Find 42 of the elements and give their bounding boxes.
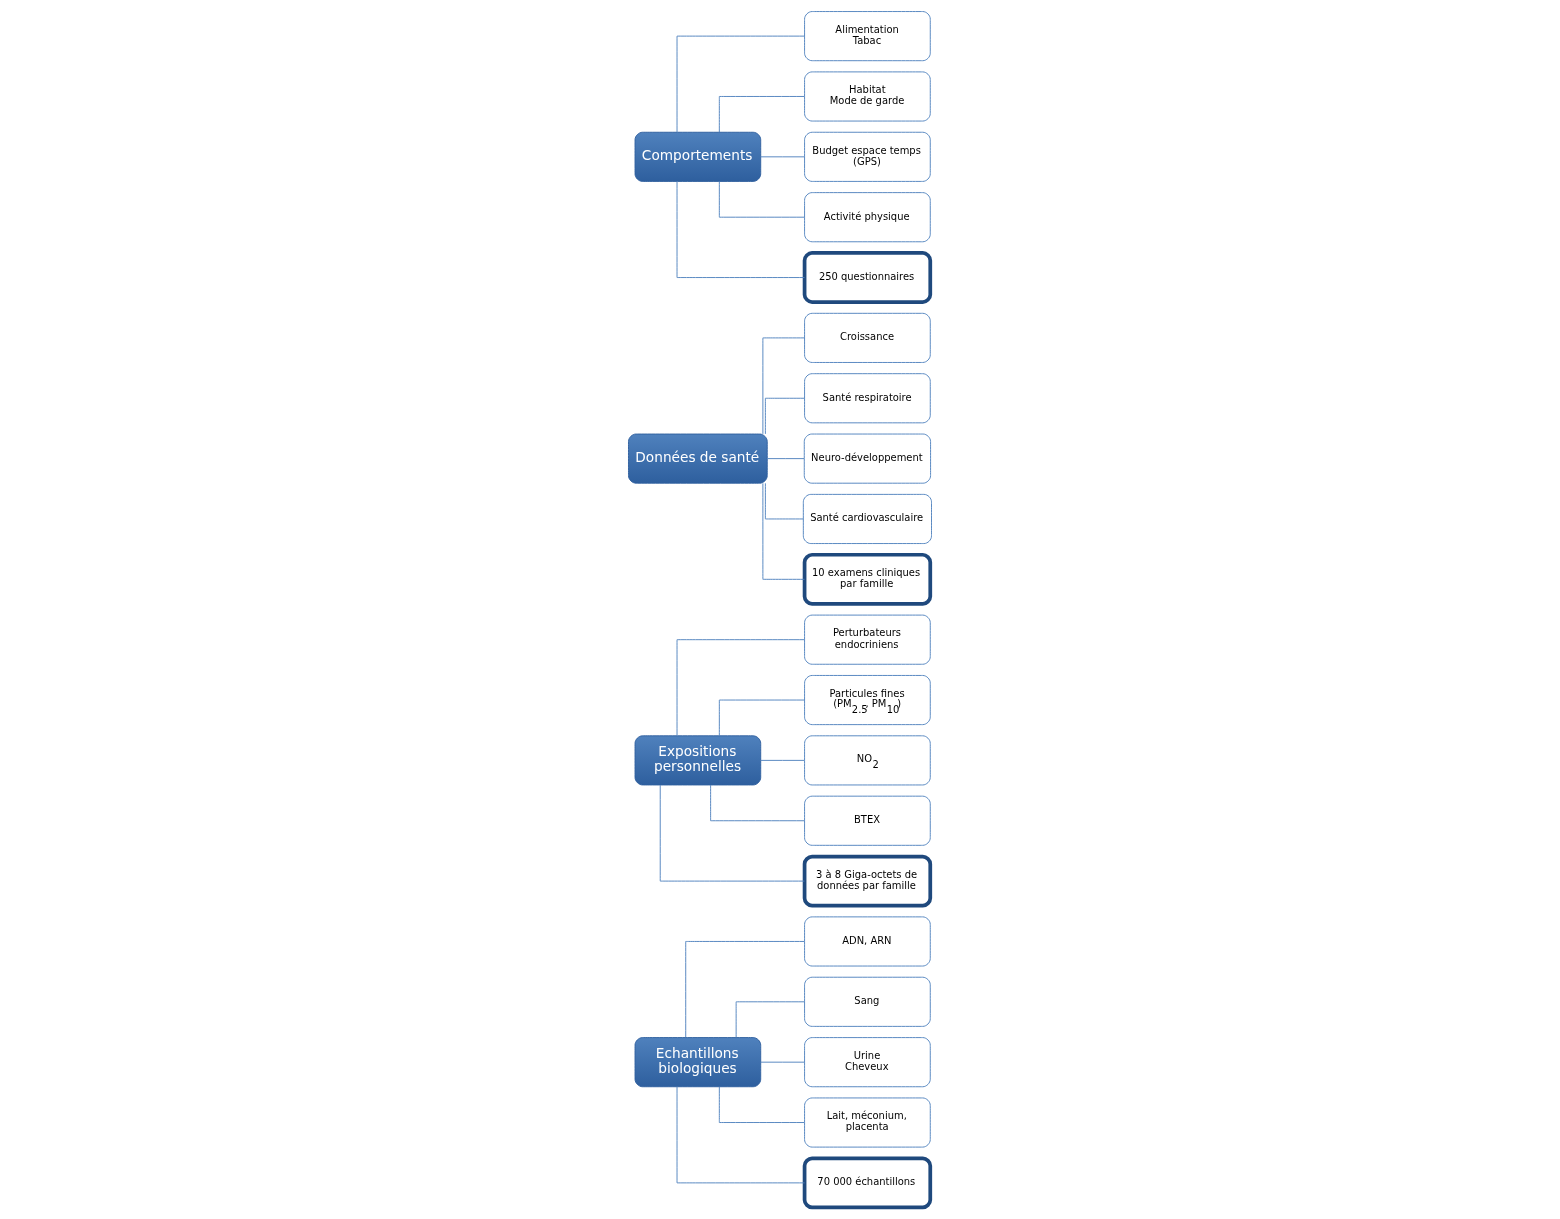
connector [718, 96, 805, 133]
node-box: 250 questionnaires [802, 251, 933, 304]
node-box: Sang [804, 976, 931, 1027]
node-box: 70 000 échantillons [802, 1156, 933, 1210]
connector [718, 1086, 805, 1123]
node-box: Perturbateurs endocriniens [804, 614, 931, 665]
connector [676, 35, 805, 133]
node-box: Lait, méconium, placenta [804, 1097, 931, 1148]
node-box: Santé respiratoire [804, 373, 931, 424]
connector [676, 639, 805, 737]
node-box: BTEX [804, 795, 931, 846]
connector [676, 181, 805, 278]
connector [760, 759, 805, 761]
connector [760, 156, 805, 158]
connector [762, 482, 805, 580]
connector [718, 181, 805, 218]
node-box: Neuro-développement [803, 433, 932, 484]
node-box: Croissance [804, 312, 931, 363]
node-box: Santé cardiovasculaire [802, 493, 932, 544]
connector [685, 941, 805, 1038]
node-box: Budget espace temps (GPS) [804, 131, 931, 182]
connector [766, 458, 805, 460]
node-box: 3 à 8 Giga-octets de données par famille [802, 854, 933, 908]
node-box: 10 examens cliniques par famille [802, 552, 933, 606]
connector [718, 699, 805, 737]
connector [659, 784, 805, 882]
node-box: Urine Cheveux [804, 1037, 931, 1088]
node-box: Données de santé [628, 433, 768, 484]
connector [735, 1001, 805, 1038]
node-box: Activité physique [804, 192, 931, 243]
node-box: Alimentation Tabac [804, 11, 931, 62]
node-box: Echantillons biologiques [634, 1037, 762, 1088]
node-box: Expositions personnelles [634, 735, 762, 786]
node-box: ADN, ARN [804, 916, 931, 967]
connector [764, 397, 805, 435]
node-box: Comportements [634, 131, 762, 182]
connector [760, 1061, 805, 1063]
connector [764, 482, 804, 520]
connector [676, 1086, 805, 1184]
connector [762, 337, 805, 435]
node-box: Habitat Mode de garde [804, 71, 931, 122]
connector [710, 784, 805, 822]
